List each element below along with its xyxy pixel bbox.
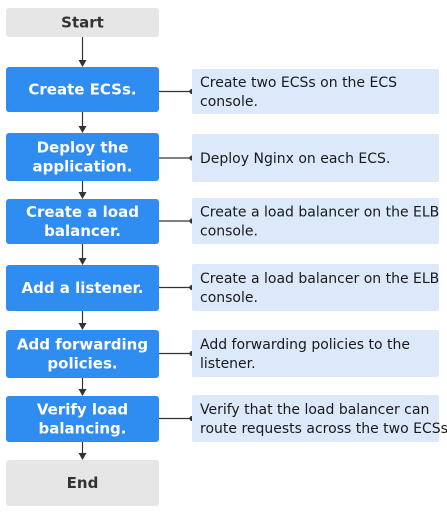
step-node-6 xyxy=(6,396,159,442)
step-description-box-6 xyxy=(192,395,439,442)
step-node-2 xyxy=(6,133,159,181)
step-node-4 xyxy=(6,265,159,311)
step-label-4: Add a listener. xyxy=(21,279,143,297)
arrow-6-arrowhead xyxy=(78,453,87,460)
step-label-1: Create ECSs. xyxy=(28,81,136,99)
end-node xyxy=(6,460,159,506)
arrow-2-arrowhead xyxy=(78,192,87,199)
end-label: End xyxy=(67,474,99,492)
arrow-start-arrowhead xyxy=(78,60,87,67)
step-node-3 xyxy=(6,199,159,244)
step-description-2: Deploy Nginx on each ECS. xyxy=(200,151,390,167)
step-node-1 xyxy=(6,67,159,112)
start-node xyxy=(6,8,159,37)
arrow-3-arrowhead xyxy=(78,258,87,265)
arrow-4-arrowhead xyxy=(78,323,87,330)
step-description-box-5 xyxy=(192,330,439,377)
step-description-box-2 xyxy=(192,134,439,182)
step-description-box-1 xyxy=(192,69,439,114)
step-node-5 xyxy=(6,330,159,378)
start-label: Start xyxy=(61,14,104,32)
step-description-box-4 xyxy=(192,264,439,311)
step-description-box-3 xyxy=(192,198,439,244)
arrow-5-arrowhead xyxy=(78,389,87,396)
arrow-1-arrowhead xyxy=(78,126,87,133)
